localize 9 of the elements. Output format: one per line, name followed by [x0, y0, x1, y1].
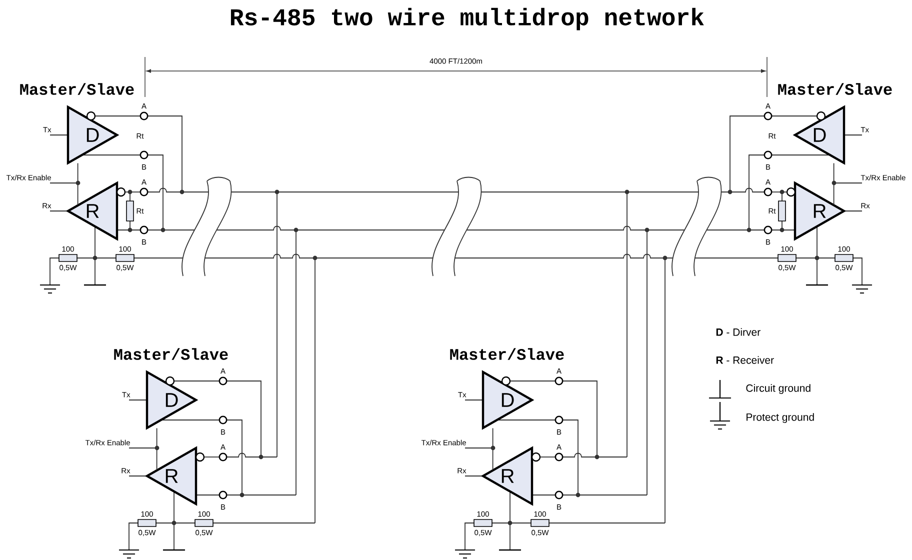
- legend-text: Protect ground: [746, 413, 814, 423]
- wire: [833, 162, 834, 206]
- wire: [77, 162, 78, 206]
- title: Rs-485 two wire multidrop network: [230, 8, 704, 30]
- legend-text: D - Dirver: [716, 328, 760, 336]
- wire: [492, 428, 494, 470]
- wire: [156, 428, 158, 470]
- legend-text: Circuit ground: [746, 384, 810, 394]
- legend-text: R - Receiver: [716, 356, 774, 364]
